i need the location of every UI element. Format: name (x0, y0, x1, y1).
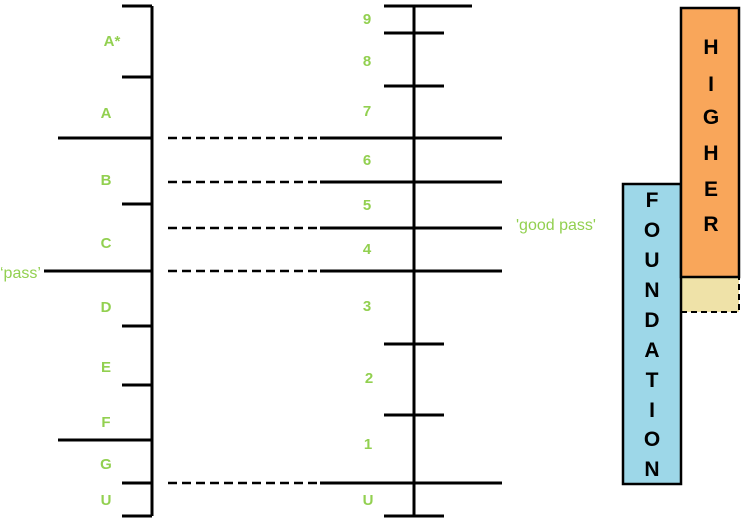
old-grade-label-e: E (101, 359, 111, 376)
higher-letter: G (703, 106, 719, 129)
old-grade-label-u: U (101, 492, 112, 509)
old-grade-label-f: F (101, 414, 110, 431)
higher-letter: H (703, 36, 718, 59)
tier-overlap-region (681, 277, 739, 312)
correspondence-lines (168, 136, 318, 485)
foundation-letter: T (646, 369, 659, 392)
good-pass-annotation: 'good pass' (516, 217, 596, 234)
foundation-letter: O (644, 428, 660, 451)
new-grade-label-1: 1 (364, 436, 372, 453)
higher-tier-box (679, 6, 741, 279)
new-grade-label-9: 9 (363, 11, 371, 28)
old-grade-label-b: B (101, 172, 112, 189)
new-grade-label-7: 7 (363, 103, 371, 120)
foundation-letter: U (644, 249, 659, 272)
foundation-letter: I (649, 399, 655, 422)
old-grade-label-g: G (100, 456, 112, 473)
old-grade-label-d: D (101, 299, 112, 316)
new-grade-label-5: 5 (363, 197, 371, 214)
higher-letter: R (703, 213, 718, 236)
tier-boxes: H I G H E R F O U N D A T I O N (621, 6, 741, 486)
new-grade-label-6: 6 (363, 152, 371, 169)
foundation-letter: O (644, 219, 660, 242)
new-grade-label-2: 2 (365, 370, 373, 387)
pass-annotation: ‘pass’ (0, 265, 41, 282)
higher-letter: E (704, 178, 718, 201)
foundation-letter: N (644, 458, 659, 481)
old-grade-label-a: A (101, 105, 112, 122)
foundation-letter: F (646, 189, 659, 212)
higher-letter: I (708, 73, 714, 96)
foundation-tier-label: F O U N D A T I O N (644, 189, 660, 481)
old-grade-scale: A* A B C D E F G U (44, 4, 154, 518)
new-grade-label-8: 8 (363, 53, 371, 70)
new-grade-label-4: 4 (363, 241, 372, 258)
new-grade-label-3: 3 (363, 298, 371, 315)
higher-letter: H (703, 142, 718, 165)
new-grade-label-u: U (363, 492, 374, 509)
foundation-letter: A (644, 339, 659, 362)
tier-overlap-dashed-border (681, 277, 740, 313)
old-grade-label-c: C (101, 235, 112, 252)
new-grade-scale: 9 8 7 6 5 4 3 2 1 U (320, 4, 502, 518)
foundation-tier-box (621, 182, 683, 486)
foundation-letter: D (644, 309, 659, 332)
higher-tier-label: H I G H E R (703, 36, 719, 236)
old-grade-label-astar: A* (104, 33, 121, 50)
foundation-letter: N (644, 279, 659, 302)
